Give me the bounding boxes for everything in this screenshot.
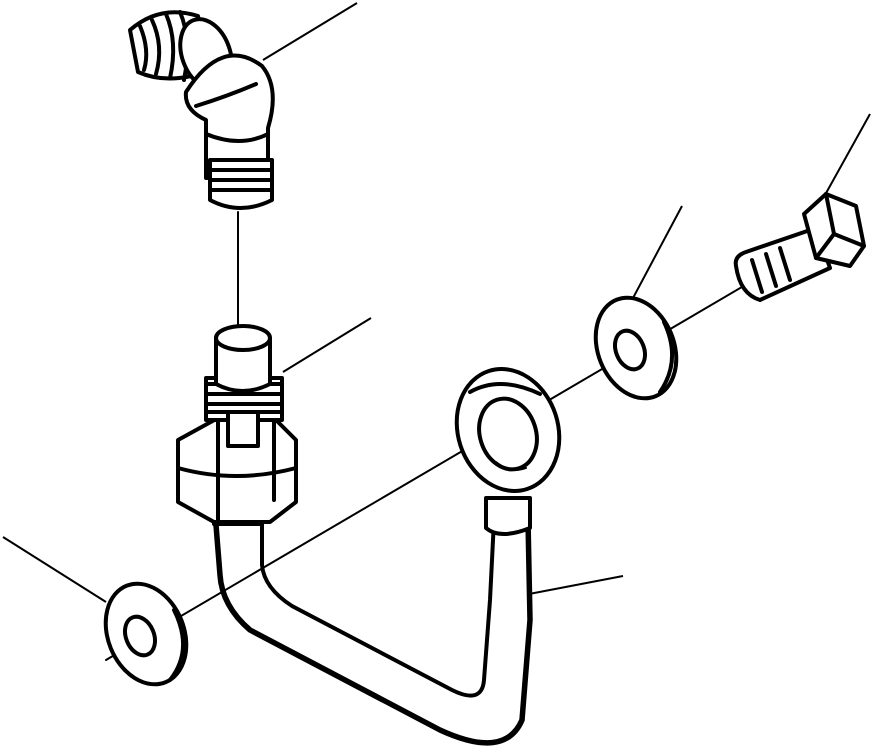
leader-line-tube (528, 575, 624, 595)
leader-line-elbow (262, 2, 358, 61)
elbow-fitting-icon (128, 10, 275, 210)
leader-line-washer-lower (2, 536, 107, 603)
connector-nut-icon (176, 324, 298, 526)
washer-icon-lower (103, 581, 189, 687)
bent-tube-icon (211, 367, 562, 746)
leader-line-bolt (824, 113, 871, 196)
banjo-bolt-icon (733, 192, 866, 302)
leader-line-connector (282, 317, 372, 373)
leader-line-washer-upper (632, 205, 683, 299)
washer-icon (593, 295, 679, 401)
leader-lines (2, 2, 871, 603)
